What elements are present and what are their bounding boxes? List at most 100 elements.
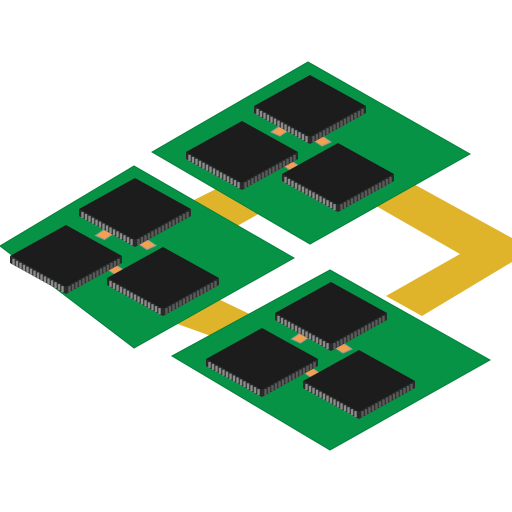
chip-pin — [253, 387, 257, 394]
chip-pin — [340, 403, 343, 410]
chip-pin — [354, 331, 357, 338]
chip-pin — [144, 235, 147, 242]
chip-pin — [299, 369, 302, 376]
chip-pin — [258, 174, 261, 181]
chip-pin — [357, 329, 361, 336]
chip-pin — [282, 160, 286, 167]
chip-pin — [71, 284, 75, 291]
chip-pin — [47, 278, 50, 285]
chip-pin — [92, 272, 96, 279]
chip-pin — [266, 114, 270, 121]
chip-pin — [340, 120, 343, 127]
chip-pin — [214, 280, 217, 287]
chip-pin — [350, 114, 354, 121]
chip-pin — [22, 264, 26, 271]
chip-pin — [281, 379, 285, 386]
chip-pin — [322, 130, 326, 137]
chip-pin — [293, 154, 296, 161]
chip-pin — [33, 270, 36, 277]
chip-pin — [354, 411, 357, 418]
chip-pin — [308, 333, 312, 340]
microchip-icon — [186, 121, 298, 190]
chip-pin — [168, 306, 172, 313]
chip-pin — [273, 118, 277, 125]
chip-pin — [110, 262, 113, 269]
chip-pin — [243, 381, 246, 388]
chip-pin — [36, 272, 40, 279]
circuit-board-top — [151, 61, 472, 245]
chip-pin — [301, 186, 305, 193]
chip-pin — [233, 180, 237, 187]
microchip-icon — [303, 350, 415, 419]
chip-pin — [371, 405, 375, 412]
chip-pin — [312, 335, 315, 342]
chip-pin — [26, 266, 29, 273]
chip-pin — [343, 337, 347, 344]
chip-pin — [259, 110, 263, 117]
chip-pin — [272, 166, 275, 173]
chip-pin — [347, 335, 350, 342]
chip-pin — [175, 302, 179, 309]
chip-pin — [105, 225, 109, 232]
chip-pin — [81, 211, 84, 218]
chip-pin — [322, 393, 326, 400]
chip-pin — [208, 361, 211, 368]
chip-pin — [279, 162, 282, 169]
chip-pin — [326, 128, 329, 135]
chip-pin — [179, 300, 182, 307]
chip-pin — [289, 156, 293, 163]
chip-pin — [326, 200, 329, 207]
chip-pin — [112, 282, 116, 289]
chip-pin — [392, 393, 396, 400]
chip-pin — [75, 282, 78, 289]
chip-pin — [329, 397, 333, 404]
chip-pin — [89, 274, 92, 281]
chip-pin — [209, 166, 212, 173]
chip-pin — [175, 217, 179, 224]
chip-pin — [385, 178, 389, 185]
chip-top — [186, 121, 298, 183]
chip-pin — [371, 186, 375, 193]
chip-pin — [382, 180, 385, 187]
chip-pin — [113, 260, 117, 267]
chip-pin — [319, 339, 322, 346]
chip-pin — [239, 379, 243, 386]
chip-pin — [357, 110, 361, 117]
chip-pin — [57, 284, 61, 291]
chip-pin — [144, 300, 147, 307]
chip-pin — [315, 134, 319, 141]
chip-pin — [333, 399, 336, 406]
chip-pin — [229, 373, 232, 380]
chip-pin — [302, 367, 306, 374]
chip-pin — [333, 204, 336, 211]
chip-pin — [179, 215, 182, 222]
chip-pin — [343, 118, 347, 125]
chip-pin — [211, 363, 215, 370]
chip-pin — [291, 128, 294, 135]
chip-pin — [364, 409, 368, 416]
chip-top — [275, 282, 387, 344]
chip-pin — [312, 387, 315, 394]
chip-pin — [130, 239, 133, 246]
chip-pin — [368, 323, 371, 330]
chip-pin — [200, 288, 203, 295]
chip-pin — [301, 134, 305, 141]
chip-pin — [368, 407, 371, 414]
chip-pin — [61, 286, 64, 293]
microchip-icon — [10, 225, 122, 294]
chip-pin — [78, 280, 82, 287]
chip-pin — [375, 403, 378, 410]
microchip-icon — [107, 247, 219, 316]
chip-pin — [215, 365, 218, 372]
chip-pin — [410, 383, 413, 390]
chip-pin — [336, 341, 340, 348]
chip-pin — [230, 178, 233, 185]
chip-pin — [361, 327, 364, 334]
chip-pin — [207, 284, 210, 291]
chip-pin — [116, 284, 119, 291]
chip-pin — [84, 213, 88, 220]
chip-pin — [319, 196, 322, 203]
chip-pin — [287, 321, 291, 328]
chip-pin — [222, 369, 225, 376]
chip-pin — [12, 258, 15, 265]
